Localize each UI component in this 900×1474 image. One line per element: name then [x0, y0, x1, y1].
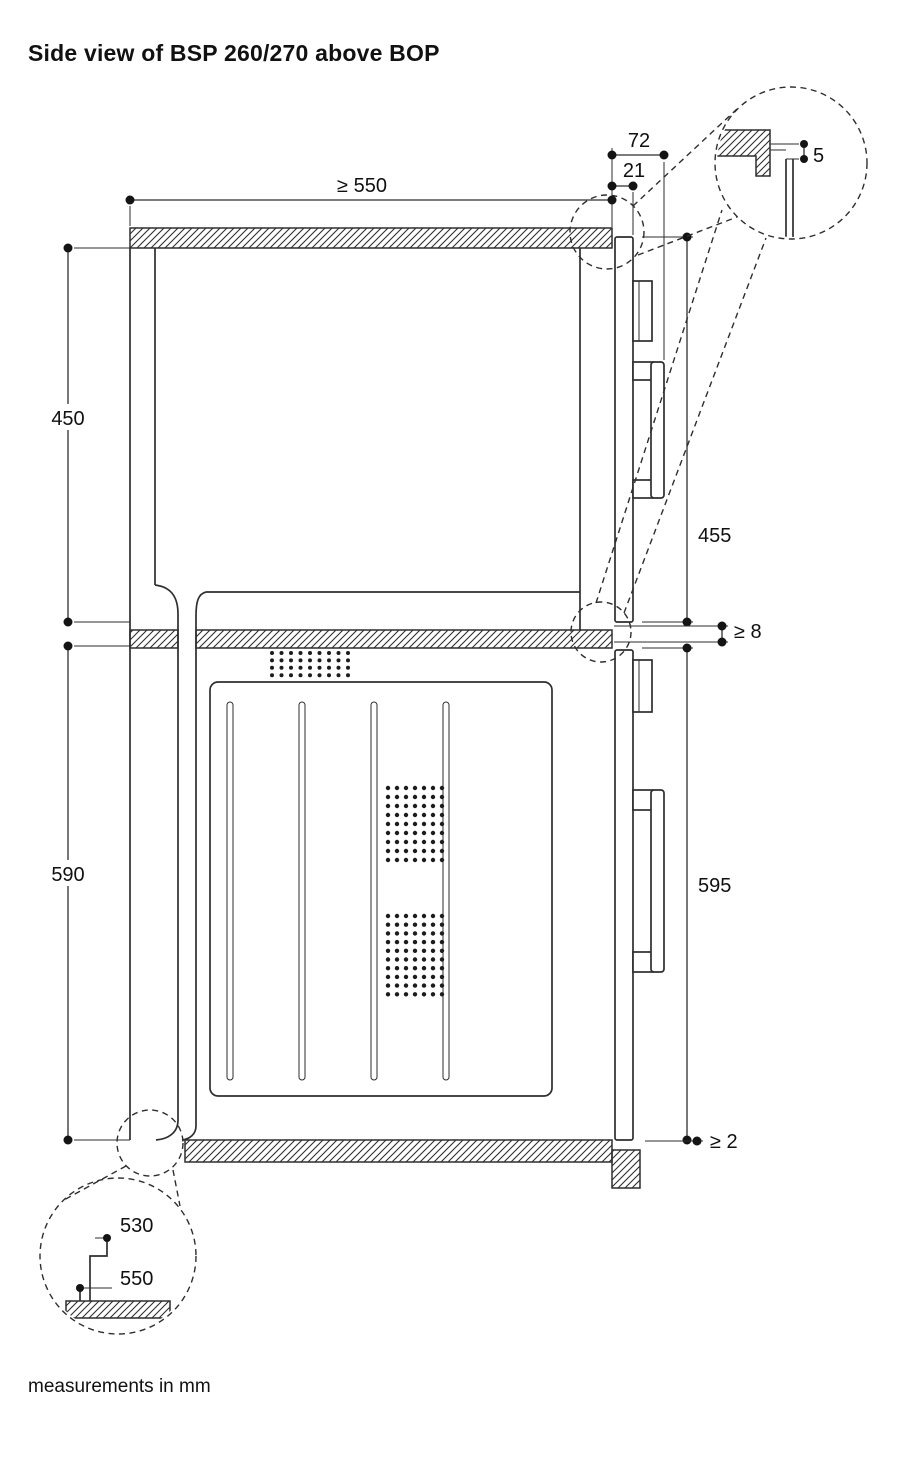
lower-cavity: [209, 681, 553, 1097]
detail-circle-mid-junction: [570, 601, 632, 663]
upper-handle-bar: [650, 361, 665, 499]
dim-upper-niche-height: 450: [46, 243, 130, 627]
cabinet-structure: [129, 227, 641, 1189]
detail-callout-top: 5: [569, 86, 868, 663]
upper-appliance: [154, 236, 665, 630]
measurements-note: measurements in mm: [28, 1376, 211, 1397]
upper-handle-bracket-bottom: [632, 479, 654, 499]
dim-shelf-gap: ≥ 8: [614, 621, 762, 647]
shelf-rail-slot: [226, 701, 234, 1081]
dim-label-upper-niche-height: 450: [51, 408, 84, 430]
dim-label-detail-depth-inner: 530: [120, 1215, 153, 1237]
shelf-right-segment: [195, 629, 613, 649]
plinth-step: [611, 1149, 641, 1189]
lower-control-panel: [632, 659, 653, 713]
dim-bottom-gap: ≥ 2: [645, 1131, 738, 1153]
dim-top-clearance: 72: [607, 130, 669, 360]
lower-appliance: [209, 649, 665, 1141]
dim-lower-appliance-height: 595: [642, 643, 731, 1145]
vent-duct: [154, 584, 207, 1141]
dim-label-bottom-gap: ≥ 2: [710, 1131, 738, 1153]
dim-lower-niche-height: 590: [46, 641, 130, 1145]
dim-label-shelf-gap: ≥ 8: [734, 621, 762, 643]
dim-door-projection: 21: [607, 160, 645, 235]
dim-cabinet-depth: ≥ 550: [125, 148, 617, 227]
upper-handle-bracket-top: [632, 361, 654, 381]
top-panel: [129, 227, 613, 249]
detail-panel-section: [717, 129, 771, 177]
lower-handle-bar: [650, 789, 665, 973]
dim-label-upper-appliance-height: 455: [698, 525, 731, 547]
dim-label-detail-depth-outer: 550: [120, 1268, 153, 1290]
detail-view-top: [714, 86, 868, 240]
shelf-left-segment: [129, 629, 179, 649]
detail-view-bottom: [39, 1177, 197, 1335]
lower-handle-bracket-top: [632, 789, 654, 811]
dim-label-door-projection: 21: [623, 160, 645, 182]
bottom-panel: [184, 1139, 613, 1163]
dim-label-cabinet-depth: ≥ 550: [337, 175, 387, 197]
shelf-rail-slot: [442, 701, 450, 1081]
fan-perforation-upper: [385, 785, 445, 863]
upper-control-panel: [632, 280, 653, 342]
detail-circle-duct-outlet: [116, 1109, 184, 1177]
dim-upper-appliance-height: 455: [642, 232, 731, 627]
lower-handle-bracket-bottom: [632, 951, 654, 973]
dim-label-top-clearance: 72: [628, 130, 650, 152]
dim-label-detail-gap: 5: [813, 145, 824, 167]
fan-perforation-lower: [385, 913, 445, 997]
vent-grid: [270, 651, 350, 678]
shelf-rail-slot: [298, 701, 306, 1081]
detail-circle-upper-junction: [569, 194, 645, 270]
lower-door: [614, 649, 634, 1141]
dim-label-lower-appliance-height: 595: [698, 875, 731, 897]
shelf-rail-slot: [370, 701, 378, 1081]
dim-label-lower-niche-height: 590: [51, 864, 84, 886]
detail-bottom-panel: [65, 1300, 171, 1319]
detail-callout-bottom: 530 550: [39, 1109, 197, 1335]
upper-door: [614, 236, 634, 623]
page-title: Side view of BSP 260/270 above BOP: [28, 40, 440, 66]
